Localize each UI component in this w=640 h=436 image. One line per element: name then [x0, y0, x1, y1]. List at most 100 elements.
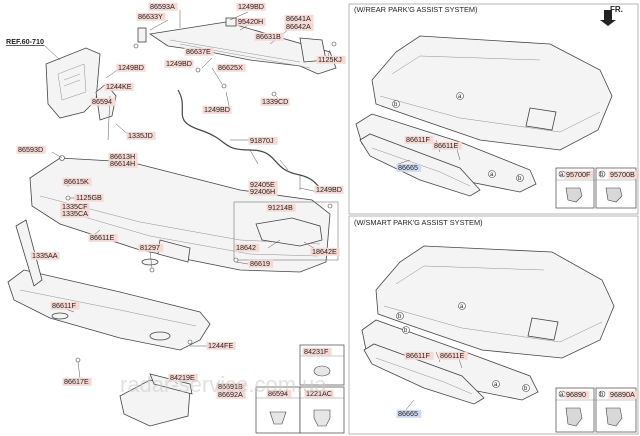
- part-label-86619: 86619: [250, 259, 270, 268]
- part-label-96890: 96890: [566, 390, 586, 399]
- part-label-bg: [234, 243, 260, 252]
- part-label-86625x: 86625X: [218, 63, 243, 72]
- part-label-1125gb: 1125GB: [76, 193, 102, 202]
- front-direction-label: FR.: [610, 5, 623, 14]
- part-label-bg: [404, 135, 434, 144]
- under-cover-part: [119, 379, 191, 427]
- part-label-1335aa: 1335AA: [32, 251, 58, 260]
- part-label-18642: 18642: [236, 243, 256, 252]
- part-label-1335cf: 1335CF: [62, 202, 88, 211]
- part-label-1125kj: 1125KJ: [318, 55, 342, 64]
- smart-sensor-letter-a: a: [560, 392, 564, 398]
- part-label-86594: 86594: [268, 389, 288, 398]
- part-label-bg: [104, 82, 134, 91]
- part-label-bg: [284, 22, 314, 31]
- part-label-bg: [314, 185, 344, 194]
- sensor-letter-a: a: [560, 172, 564, 178]
- rear-assist-title: (W/REAR PARK'G ASSIST SYSTEM): [354, 5, 478, 14]
- grommet-icon: [313, 409, 331, 427]
- part-label-18642e: 18642E: [312, 247, 337, 256]
- part-label-86611f: 86611F: [406, 135, 430, 144]
- sensor-icon-b: [605, 187, 623, 203]
- part-label-bg: [236, 17, 266, 26]
- reference-panel: [45, 47, 101, 119]
- part-label-1335jd: 1335JD: [128, 131, 153, 140]
- part-label-bg: [608, 170, 638, 179]
- part-label-86631b: 86631B: [256, 32, 281, 41]
- part-label-86691b: 86691B: [218, 382, 243, 391]
- part-label-bg: [16, 145, 46, 154]
- part-label-bg: [108, 159, 138, 168]
- part-label-81297: 81297: [140, 243, 160, 252]
- part-label-bg: [30, 251, 60, 260]
- part-label-bg: [608, 390, 638, 399]
- part-label-bg: [438, 351, 468, 360]
- part-label-96890a: 96890A: [610, 390, 635, 399]
- part-label-1244fe: 1244FE: [208, 341, 233, 350]
- part-label-86617e: 86617E: [64, 377, 89, 386]
- part-label-1339cd: 1339CD: [262, 97, 288, 106]
- part-label-bg: [88, 233, 118, 242]
- part-label-bg: [260, 97, 290, 106]
- part-label-86611e: 86611E: [440, 351, 464, 360]
- part-label-bg: [216, 382, 246, 391]
- part-label-91870j: 91870J: [250, 136, 274, 145]
- part-label-bg: [236, 2, 266, 11]
- part-label-bg: [136, 12, 166, 21]
- part-label-bg: [74, 193, 104, 202]
- part-label-bg: [184, 47, 214, 56]
- marker-letter-a-lower: a: [490, 172, 494, 178]
- part-label-86614h: 86614H: [110, 159, 135, 168]
- part-label-86593d: 86593D: [18, 145, 43, 154]
- clip-icon: [269, 411, 287, 425]
- part-label-bg: [148, 2, 178, 11]
- sensor-icon: [565, 187, 583, 203]
- part-label-bg: [304, 389, 334, 398]
- part-label-bg: [108, 152, 138, 161]
- part-label-1249bd: 1249BD: [316, 185, 342, 194]
- part-label-1221ac: 1221AC: [306, 389, 332, 398]
- marker-letter-b: b: [394, 102, 398, 108]
- part-label-bg: [138, 243, 164, 252]
- part-label-86611e: 86611E: [90, 233, 114, 242]
- part-label-bg: [248, 259, 274, 268]
- part-label-bg: [316, 55, 346, 64]
- smart-letter-b-lower: b: [524, 386, 528, 392]
- part-label-bg: [50, 301, 80, 310]
- part-label-bg: [216, 63, 246, 72]
- part-label-bg: [254, 32, 284, 41]
- part-label-bg: [310, 247, 340, 256]
- part-label-1249bd: 1249BD: [166, 59, 192, 68]
- side-rail-part: [15, 219, 43, 287]
- part-label-86642a: 86642A: [286, 22, 311, 31]
- rear-bumper-cover: [29, 157, 331, 273]
- part-label-bg: [564, 390, 590, 399]
- smart-letter-b2: b: [404, 328, 408, 334]
- part-label-92405e: 92405E: [250, 180, 275, 189]
- smart-letter-b: b: [398, 314, 402, 320]
- rear-assist-panel: [348, 3, 639, 215]
- part-label-86611e: 86611E: [434, 141, 458, 150]
- fastener-table: [255, 344, 345, 434]
- smart-letter-a-lower: a: [494, 382, 498, 388]
- part-label-bg: [248, 187, 278, 196]
- part-label-86692a: 86692A: [218, 390, 243, 399]
- part-label-86593a: 86593A: [150, 2, 175, 11]
- part-label-bg: [248, 180, 278, 189]
- part-label-bg: [302, 347, 332, 356]
- part-label-86594: 86594: [92, 97, 112, 106]
- part-label-86615k: 86615K: [64, 177, 89, 186]
- part-label-1244ke: 1244KE: [106, 82, 132, 91]
- smart-assist-panel: [348, 215, 639, 435]
- part-label-1335ca: 1335CA: [62, 209, 88, 218]
- part-label-1249bd: 1249BD: [204, 105, 230, 114]
- part-label-bg: [266, 389, 292, 398]
- reflector-part: [255, 217, 323, 247]
- part-label-bg: [284, 14, 314, 23]
- part-label-95700b: 95700B: [610, 170, 635, 179]
- part-label-84219e: 84219E: [170, 373, 195, 382]
- part-label-bg: [126, 131, 156, 140]
- front-direction-arrow-icon: [600, 10, 616, 26]
- reflector-detail-box: [233, 201, 339, 261]
- part-label-bg: [432, 141, 462, 150]
